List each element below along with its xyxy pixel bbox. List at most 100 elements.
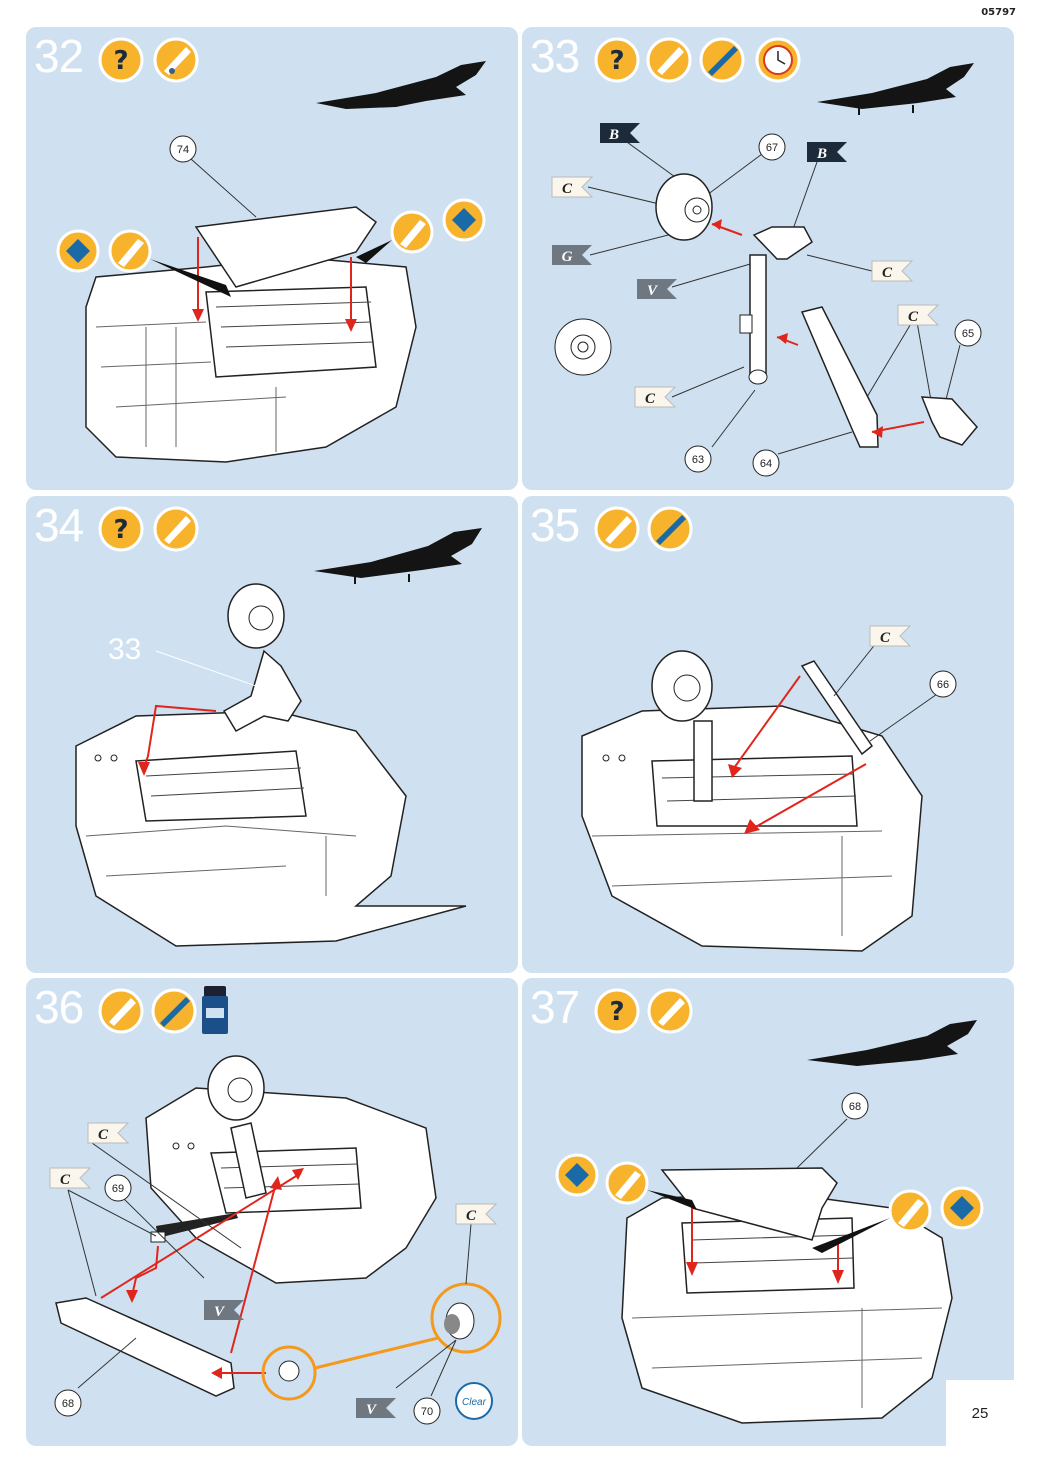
clear-coat-icon: Clear <box>455 1382 493 1420</box>
page-number: 25 <box>946 1380 1014 1446</box>
step-number: 32 <box>34 30 84 82</box>
color-flag: V <box>637 279 677 299</box>
glue-icon <box>940 1186 984 1230</box>
color-flag: V <box>356 1398 396 1418</box>
svg-text:63: 63 <box>692 454 704 466</box>
step-number: 33 <box>530 30 580 82</box>
svg-text:C: C <box>882 265 893 281</box>
svg-text:?: ? <box>113 46 128 76</box>
cement-icon <box>888 1189 932 1233</box>
magnified-lens-detail <box>430 1282 502 1354</box>
svg-text:B: B <box>608 127 619 143</box>
step-36-panel: C C V C V 69 68 70 Clear 36 <box>26 978 518 1446</box>
svg-text:C: C <box>562 181 573 197</box>
aircraft-silhouette-icon <box>817 63 974 115</box>
help-icon: ? <box>98 506 144 552</box>
step-number: 34 <box>34 499 84 551</box>
help-icon: ? <box>98 37 144 83</box>
part-74-drawing <box>194 206 378 288</box>
color-flag: B <box>807 142 847 162</box>
color-flag: C <box>871 260 914 282</box>
svg-text:68: 68 <box>62 1398 74 1410</box>
fuselage-drawing <box>145 1087 437 1284</box>
paint-icon <box>98 988 144 1034</box>
paint-icon <box>153 506 199 552</box>
wheel-hub-detail <box>554 318 612 376</box>
brush-icon <box>151 988 197 1034</box>
step-number: 37 <box>530 981 580 1033</box>
wheel-drawing <box>655 173 713 241</box>
callout-70: 70 <box>413 1397 441 1425</box>
svg-text:68: 68 <box>849 1101 861 1113</box>
cement-icon <box>108 229 152 273</box>
step-35-panel: C 66 35 <box>522 496 1014 973</box>
callout-65: 65 <box>954 319 982 347</box>
color-flag: C <box>455 1203 498 1225</box>
color-flag: C <box>49 1167 92 1189</box>
svg-text:V: V <box>214 1304 226 1320</box>
paint-icon <box>153 37 199 83</box>
callout-67: 67 <box>758 133 786 161</box>
color-flag: C <box>869 625 912 647</box>
callout-74: 74 <box>169 135 197 163</box>
step-33-panel: ? B C G V B C C C 67 <box>522 27 1014 490</box>
step-number: 36 <box>34 981 84 1033</box>
svg-text:V: V <box>647 283 659 299</box>
paint-icon <box>646 37 692 83</box>
svg-text:Clear: Clear <box>462 1397 487 1408</box>
color-flag: C <box>634 386 677 408</box>
brush-icon <box>699 37 745 83</box>
cement-icon <box>605 1161 649 1205</box>
fuselage-drawing <box>75 710 467 947</box>
wheel-drawing <box>207 1055 265 1121</box>
callout-68: 68 <box>841 1092 869 1120</box>
aircraft-silhouette-icon <box>807 1020 977 1066</box>
svg-text:67: 67 <box>766 142 778 154</box>
aircraft-silhouette-icon <box>314 528 482 584</box>
help-icon: ? <box>594 37 640 83</box>
svg-text:66: 66 <box>937 679 949 691</box>
svg-text:?: ? <box>113 515 128 545</box>
svg-text:C: C <box>880 630 891 646</box>
svg-text:64: 64 <box>760 458 772 470</box>
clear-paint-bottle-icon <box>202 986 228 1034</box>
svg-text:C: C <box>908 309 919 325</box>
landing-gear-strut-drawing <box>739 226 813 385</box>
step-37-panel: ? 68 37 25 <box>522 978 1014 1446</box>
wheel-drawing <box>651 650 713 722</box>
callout-64: 64 <box>752 449 780 477</box>
svg-text:V: V <box>366 1402 378 1418</box>
svg-text:65: 65 <box>962 328 974 340</box>
color-flag: B <box>600 123 640 143</box>
callout-66: 66 <box>929 670 957 698</box>
clock-icon <box>755 37 801 83</box>
help-icon: ? <box>594 988 640 1034</box>
magnified-lens-detail <box>261 1345 317 1401</box>
paint-icon <box>594 506 640 552</box>
svg-text:69: 69 <box>112 1183 124 1195</box>
callout-69: 69 <box>104 1174 132 1202</box>
svg-text:B: B <box>816 146 827 162</box>
color-flag: C <box>87 1122 130 1144</box>
svg-text:?: ? <box>609 997 624 1027</box>
glue-icon <box>56 229 100 273</box>
svg-text:C: C <box>645 391 656 407</box>
step-34-panel: ? 33 34 <box>26 496 518 973</box>
svg-text:74: 74 <box>177 144 189 156</box>
product-code: 05797 <box>981 7 1016 18</box>
color-flag: C <box>897 304 940 326</box>
callout-68: 68 <box>54 1389 82 1417</box>
callout-63: 63 <box>684 445 712 473</box>
wheel-drawing <box>227 583 285 649</box>
svg-text:C: C <box>60 1172 71 1188</box>
reference-step-label: 33 <box>108 633 141 666</box>
color-flag: G <box>552 245 592 265</box>
paint-icon <box>647 988 693 1034</box>
glue-icon <box>442 198 486 242</box>
svg-text:70: 70 <box>421 1406 433 1418</box>
aircraft-silhouette-icon <box>316 61 486 109</box>
svg-text:?: ? <box>609 46 624 76</box>
glue-icon <box>555 1153 599 1197</box>
step-32-panel: ? 74 32 <box>26 27 518 490</box>
landing-gear-strut-drawing <box>222 649 302 732</box>
